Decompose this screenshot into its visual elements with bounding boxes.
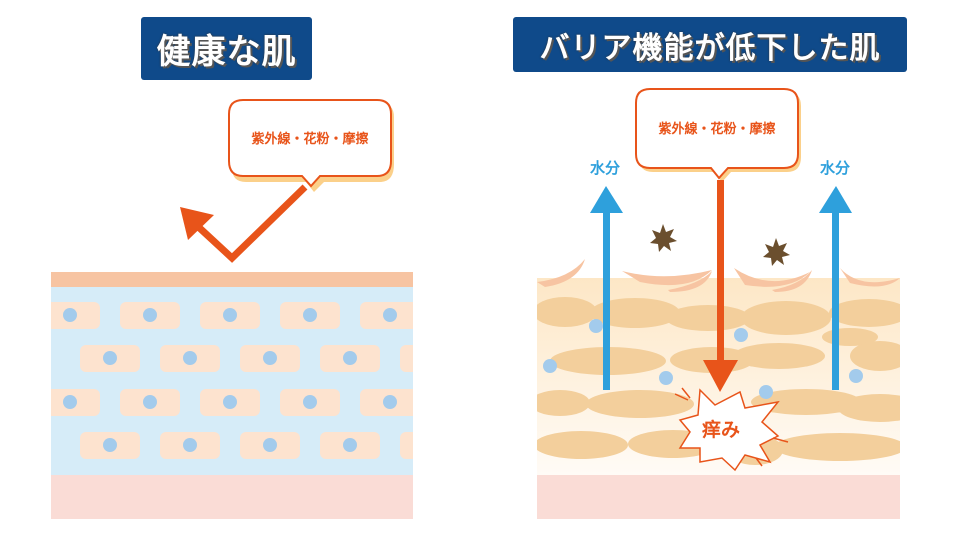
damaged-cells bbox=[537, 297, 900, 465]
cell-nucleus bbox=[263, 438, 277, 452]
itch-label: 痒み bbox=[702, 419, 741, 441]
left-title: 健康な肌 bbox=[141, 17, 312, 80]
water-loss-arrows bbox=[590, 186, 852, 390]
cell-nucleus bbox=[343, 438, 357, 452]
cell-nucleus bbox=[143, 395, 157, 409]
water-droplets bbox=[543, 319, 863, 399]
cell-nucleus bbox=[103, 351, 117, 365]
cell-nucleus bbox=[263, 351, 277, 365]
skin-cell bbox=[400, 345, 413, 372]
cell-nucleus bbox=[303, 395, 317, 409]
right-speech-bubble bbox=[635, 88, 801, 182]
damaged-skin bbox=[537, 259, 900, 519]
cell-nucleus bbox=[63, 395, 77, 409]
cell-nucleus bbox=[183, 351, 197, 365]
right-bubble-text: 紫外線・花粉・摩擦 bbox=[658, 122, 776, 137]
skin-cell bbox=[400, 432, 413, 459]
left-bubble-text: 紫外線・花粉・摩擦 bbox=[251, 132, 369, 147]
cell-nucleus bbox=[183, 438, 197, 452]
reflect-arrow bbox=[180, 184, 308, 263]
dermis-layer bbox=[51, 475, 413, 519]
cell-nucleus bbox=[303, 308, 317, 322]
dermis-layer bbox=[537, 475, 900, 519]
cell-nucleus bbox=[223, 308, 237, 322]
cell-nucleus bbox=[423, 438, 437, 452]
water-label-right: 水分 bbox=[820, 159, 851, 177]
penetration-arrow bbox=[703, 180, 738, 392]
water-label-left: 水分 bbox=[590, 159, 621, 177]
peeling-flakes bbox=[537, 259, 900, 292]
healthy-skin bbox=[51, 272, 437, 519]
cell-nucleus bbox=[383, 395, 397, 409]
stratum-corneum bbox=[51, 272, 413, 287]
allergen-particles bbox=[650, 224, 790, 266]
cell-nucleus bbox=[143, 308, 157, 322]
cell-nucleus bbox=[223, 395, 237, 409]
cell-nucleus bbox=[383, 308, 397, 322]
cell-nucleus bbox=[63, 308, 77, 322]
cell-nucleus bbox=[103, 438, 117, 452]
itch-burst bbox=[674, 387, 789, 472]
cell-nucleus bbox=[423, 351, 437, 365]
healthy-cells bbox=[51, 302, 437, 459]
right-title: バリア機能が低下した肌 bbox=[513, 17, 907, 72]
cell-nucleus bbox=[343, 351, 357, 365]
left-speech-bubble bbox=[228, 99, 394, 192]
